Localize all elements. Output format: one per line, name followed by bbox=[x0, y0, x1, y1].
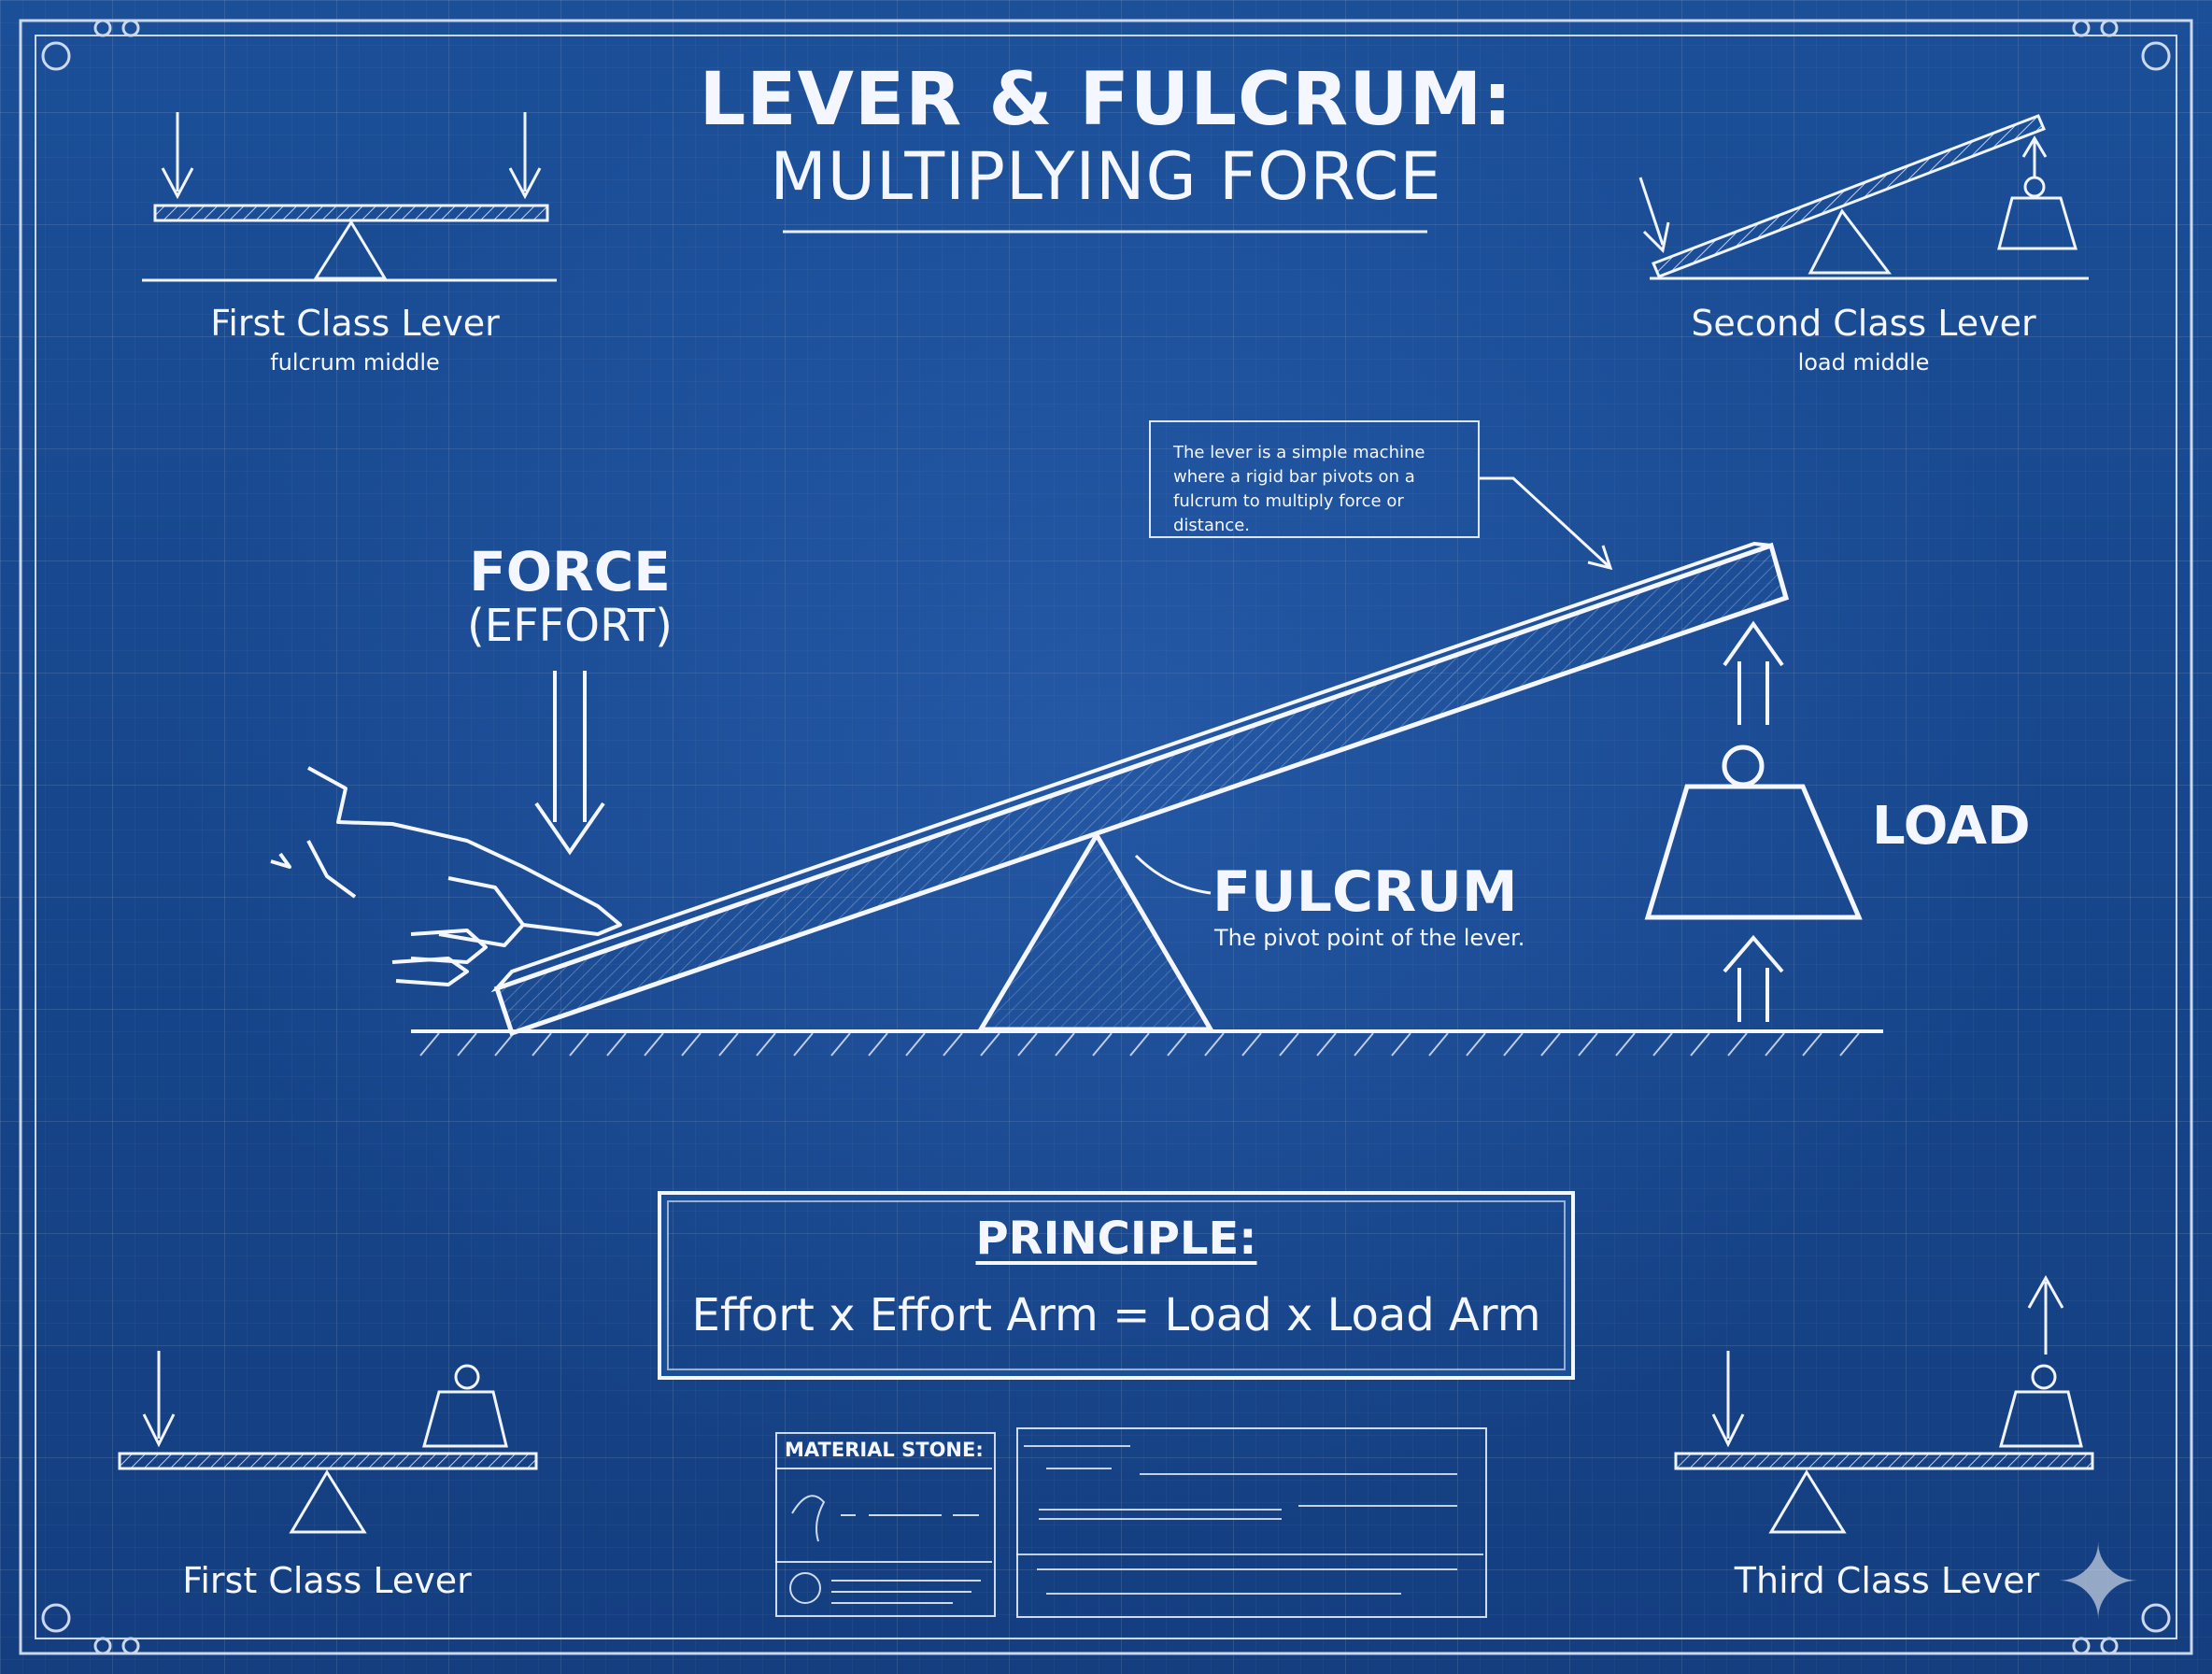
note-text: The lever is a simple machine where a ri… bbox=[1173, 443, 1425, 535]
main-lever-diagram bbox=[270, 476, 1883, 1057]
material-box bbox=[775, 1432, 996, 1617]
load-label: LOAD bbox=[1872, 796, 2031, 857]
caption-second-class-top-sub: load middle bbox=[1797, 349, 1930, 376]
caption-second-class-top: Second Class Lever bbox=[1691, 303, 2036, 344]
material-box-title: MATERIAL STONE: bbox=[785, 1439, 984, 1461]
diagram-first-class-lever-bottom bbox=[118, 1351, 538, 1534]
principle-equation: Effort x Effort Arm = Load x Load Arm bbox=[691, 1289, 1541, 1341]
note-leader bbox=[1480, 476, 1610, 568]
force-label: FORCE bbox=[469, 540, 671, 603]
diagram-second-class-lever-top bbox=[1638, 114, 2089, 280]
note-box: The lever is a simple machine where a ri… bbox=[1149, 420, 1480, 538]
caption-first-class-bottom: First Class Lever bbox=[182, 1560, 472, 1601]
page-subtitle: MULTIPLYING FORCE bbox=[770, 138, 1442, 215]
caption-first-class-top-sub: fulcrum middle bbox=[270, 349, 440, 376]
force-arrow bbox=[534, 671, 605, 856]
sparkle-icon: ✦ bbox=[2055, 1523, 2142, 1642]
principle-box bbox=[658, 1191, 1575, 1380]
fulcrum-triangle bbox=[976, 830, 1215, 1032]
frame-border bbox=[19, 19, 2193, 1655]
load-arrow-top bbox=[1723, 620, 1784, 725]
load-arrow-bottom bbox=[1723, 934, 1784, 1022]
caption-first-class-top: First Class Lever bbox=[210, 303, 500, 344]
material-box-sketch bbox=[775, 1468, 992, 1604]
fulcrum-label: FULCRUM bbox=[1212, 859, 1518, 925]
hand-icon bbox=[270, 766, 622, 986]
notes-box bbox=[1016, 1427, 1487, 1618]
fulcrum-pointer bbox=[1134, 854, 1212, 895]
fulcrum-description: The pivot point of the lever. bbox=[1214, 925, 1525, 951]
principle-title: PRINCIPLE: bbox=[975, 1213, 1257, 1265]
notes-box-sketch bbox=[1016, 1445, 1483, 1595]
diagram-third-class-lever-bottom bbox=[1674, 1274, 2094, 1534]
caption-third-class-bottom: Third Class Lever bbox=[1734, 1560, 2040, 1601]
effort-label: (EFFORT) bbox=[467, 600, 673, 652]
page-title: LEVER & FULCRUM: bbox=[699, 58, 1513, 142]
diagram-first-class-lever-top bbox=[142, 112, 557, 282]
weight-icon bbox=[1644, 745, 1863, 920]
